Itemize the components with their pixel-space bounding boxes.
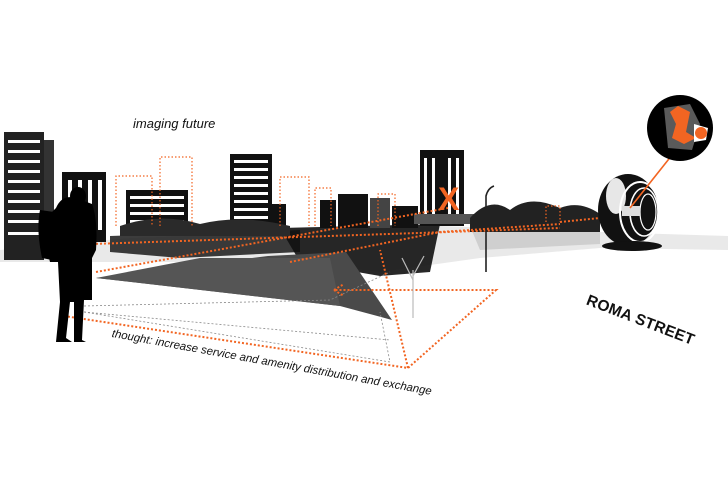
standing-person-silhouette: [38, 187, 97, 342]
guide-lines: [83, 271, 391, 363]
orange-x-marker: X: [438, 181, 460, 217]
grey-sight-cone: [96, 252, 392, 320]
future-building-outlines: [115, 156, 561, 226]
orange-sight-path: [63, 207, 621, 370]
tree-trunk-sketch: [401, 255, 425, 318]
imaging-future-caption: imaging future: [133, 116, 216, 131]
svg-text:X: X: [438, 181, 460, 217]
thought-bubble-with-figure: [629, 95, 713, 209]
street-lamp: [485, 185, 495, 272]
